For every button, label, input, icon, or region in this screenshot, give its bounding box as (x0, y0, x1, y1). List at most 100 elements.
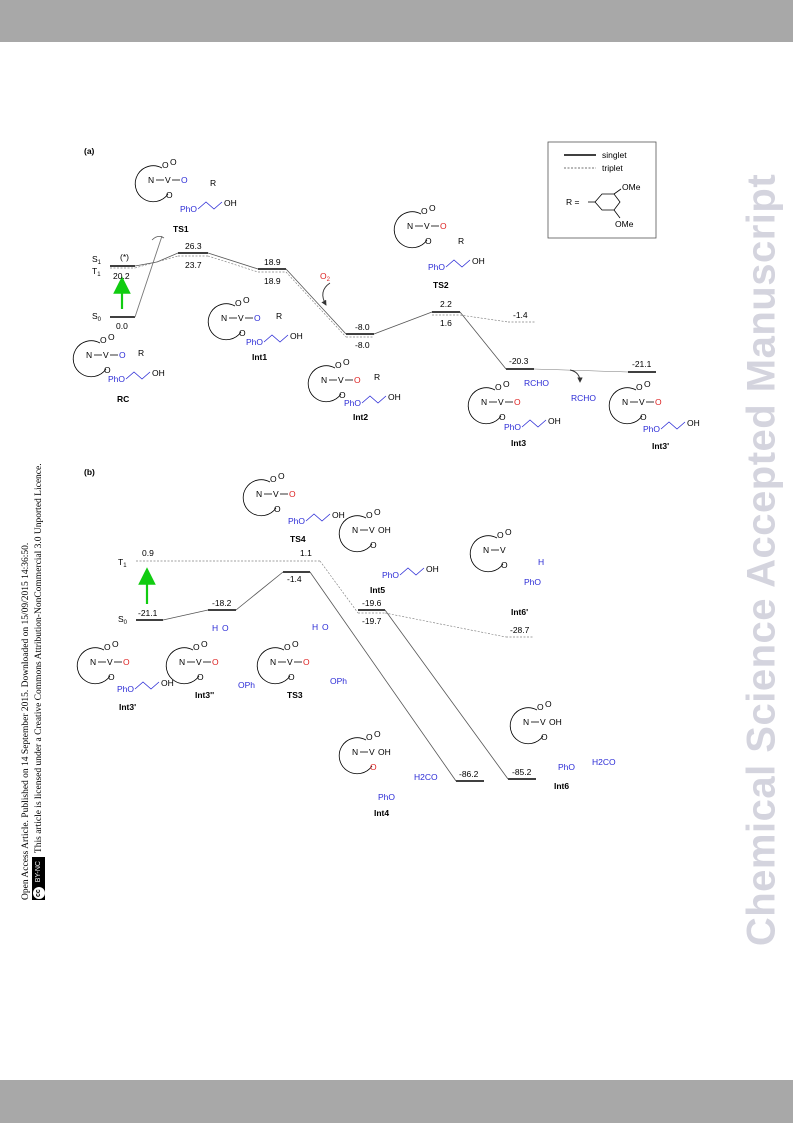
name-b-int4: Int4 (374, 808, 389, 818)
connector-int1-int2-triplet (285, 271, 347, 338)
oxo-atom: O (501, 560, 508, 570)
nitrogen-atom: N (622, 397, 628, 407)
legend-r-label: R = (566, 197, 580, 207)
oxo-atom: O (505, 527, 512, 537)
oxo-atom: O (644, 379, 651, 389)
oxo-atom: O (537, 702, 544, 712)
oxo-atom: O (284, 642, 291, 652)
nitrogen-atom: N (481, 397, 487, 407)
oxo-atom: O (197, 672, 204, 682)
oxo-atom: O (335, 360, 342, 370)
energy-ts1-singlet: 26.3 (185, 241, 202, 251)
nitrogen-atom: N (256, 489, 262, 499)
energy-b-ts4: 1.1 (300, 548, 312, 558)
hydroxyl-group: OH (426, 564, 439, 574)
oxo-atom: O (288, 672, 295, 682)
connector-int2-ts2 (373, 311, 433, 335)
name-b-int3p: Int3' (119, 702, 136, 712)
phenoxy-group: PhO (378, 792, 395, 802)
hydroxyl-group: OH (549, 717, 562, 727)
phenoxy-group: OPh (238, 680, 255, 690)
chain-oxygen: O (289, 489, 296, 499)
ligand-arc (256, 647, 291, 685)
chain-oxygen: O (354, 375, 361, 385)
phenoxy-group: PhO (428, 262, 445, 272)
hydroxyl-group: OH (378, 525, 391, 535)
phenoxy-group: PhO (558, 762, 575, 772)
carbon-chain (263, 334, 289, 343)
oxygen-atom: O (322, 622, 329, 632)
crossing-mark (151, 236, 165, 241)
panel-a-s1-label: S1 (92, 254, 102, 266)
connector-rc-s1-cross (134, 235, 163, 318)
panel-a: (a) S1 T1 S0 O (84, 146, 669, 451)
hydroxyl-group: OH (687, 418, 700, 428)
oxo-atom: O (193, 642, 200, 652)
energy-b-int6: -85.2 (512, 767, 532, 777)
energy-int3: -20.3 (509, 356, 529, 366)
hydroxyl-group: OH (332, 510, 345, 520)
connector-ts1-int1-triplet (207, 255, 259, 273)
legend-triplet-label: triplet (602, 163, 623, 173)
r-group: R (374, 372, 380, 382)
vanadium-atom: V (369, 747, 375, 757)
connector-ts2-branch (459, 314, 509, 323)
oxo-atom: O (374, 507, 381, 517)
nitrogen-atom: N (483, 545, 489, 555)
energy-b-t1: 0.9 (142, 548, 154, 558)
connector-b-int3p-int3pp (162, 609, 209, 621)
connector-t1-ts1 (134, 255, 179, 269)
name-ts2: TS2 (433, 280, 449, 290)
carbon-chain (445, 259, 471, 268)
energy-int1-singlet: 18.9 (264, 257, 281, 267)
nitrogen-atom: N (352, 747, 358, 757)
panel-b: (b) T1 S0 0.9 -21.1 -18.2 -1.4 1.1 -19.6… (84, 467, 569, 818)
hydroxyl-group: OH (548, 416, 561, 426)
panel-b-label: (b) (84, 467, 95, 477)
carbon-chain (305, 513, 331, 522)
vanadium-atom: V (238, 313, 244, 323)
structure-int3-chain: PhO OH (504, 416, 561, 432)
r-group: R (210, 178, 216, 188)
energy-b-int4: -86.2 (459, 769, 479, 779)
ligand-arc (307, 365, 342, 403)
rcho-arrow (569, 369, 583, 383)
panel-a-t1-label: T1 (92, 266, 101, 278)
phenoxy-group: PhO (504, 422, 521, 432)
phenoxy-group: PhO (344, 398, 361, 408)
ligand-arc (509, 707, 544, 745)
oxo-atom: O (636, 382, 643, 392)
name-b-int6p: Int6' (511, 607, 528, 617)
vanadium-atom: V (639, 397, 645, 407)
oxo-atom: O (541, 732, 548, 742)
energy-int2-singlet: -8.0 (355, 322, 370, 332)
h2co-fragment: H2CO (592, 757, 616, 767)
r-group: R (138, 348, 144, 358)
h2coh-fragment: H (538, 557, 544, 567)
vanadium-atom: V (540, 717, 546, 727)
vanadium-atom: V (369, 525, 375, 535)
phenoxy-group: PhO (180, 204, 197, 214)
oxo-atom: O (108, 332, 115, 342)
oxo-atom: O (112, 639, 119, 649)
oxo-atom: O (108, 672, 115, 682)
ligand-arc (72, 340, 107, 378)
oxo-atom: O (495, 382, 502, 392)
bottom-band (0, 1080, 793, 1123)
chain-oxygen: O (119, 350, 126, 360)
oxo-atom: O (270, 474, 277, 484)
chain-oxygen: O (514, 397, 521, 407)
